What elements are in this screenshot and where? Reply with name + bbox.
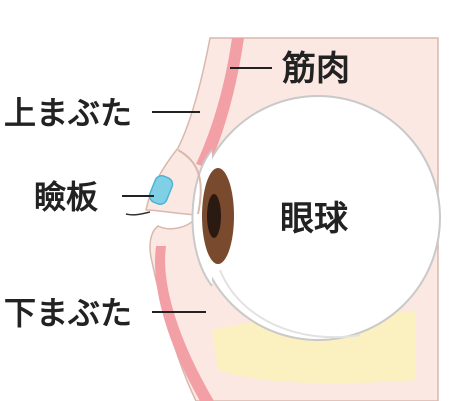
tarsal-plate-shape xyxy=(148,175,174,205)
label-eyeball: 眼球 xyxy=(280,199,349,239)
pupil xyxy=(207,194,221,238)
label-tarsal-plate: 瞼板 xyxy=(34,178,98,216)
muscle-lower xyxy=(155,246,214,401)
eyelash xyxy=(125,211,151,216)
upper-eyelid-edge xyxy=(177,149,202,215)
label-lower-eyelid: 下まぶた xyxy=(4,294,132,332)
label-upper-eyelid: 上まぶた xyxy=(4,94,132,132)
eyeball-inner-rim xyxy=(219,269,361,339)
muscle-upper xyxy=(196,38,244,168)
label-muscle: 筋肉 xyxy=(282,49,350,89)
